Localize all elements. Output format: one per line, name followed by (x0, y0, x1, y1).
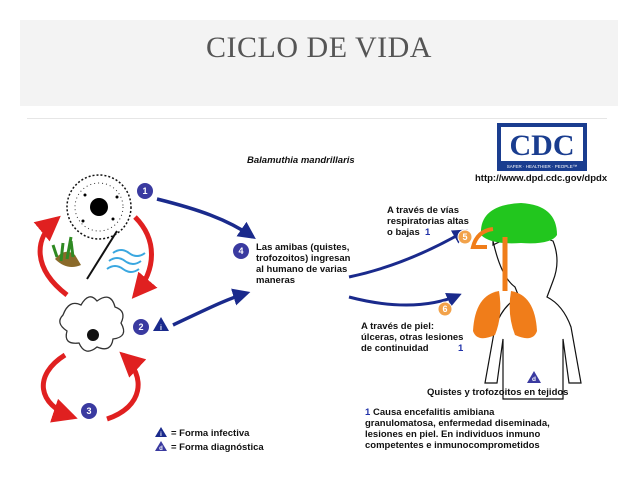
legend-infective-icon (155, 427, 167, 437)
infective-form-marker (153, 317, 169, 331)
entry-routes-text: Las amibas (quistes, trofozoitos) ingres… (256, 242, 353, 286)
legend-diagnostic-icon (155, 441, 167, 451)
diagnostic-form-marker (527, 371, 541, 383)
soil-water-environment (51, 230, 146, 280)
legend: i = Forma infectiva d = Forma diagnóstic… (155, 427, 264, 453)
organism-name: Balamuthia mandrillaris (247, 155, 355, 166)
trophozoite-illustration (59, 296, 125, 352)
step-6-badge: 6 (437, 301, 453, 317)
slide-title: CICLO DE VIDA (206, 31, 432, 64)
respiratory-ref: 1 (425, 227, 431, 238)
arrow-to-skin (348, 292, 462, 307)
step-1-badge: 1 (137, 183, 153, 199)
tissue-stage-text: Quistes y trofozoitos en tejidos (427, 387, 568, 398)
arrow-cyst-to-entry (156, 197, 256, 239)
skin-route-text: A través de piel: úlceras, otras lesione… (361, 321, 466, 354)
svg-text:5: 5 (462, 232, 467, 242)
infective-form-letter: i (160, 325, 162, 332)
brain-shape (480, 203, 557, 244)
arrow-trophozoite-to-entry (172, 288, 251, 327)
svg-text:i: i (160, 432, 162, 438)
step-2-badge: 2 (133, 319, 149, 335)
cdc-logo-text: CDC (510, 129, 575, 162)
step-3-badge: 3 (81, 403, 97, 419)
respiratory-route-text: A través de vías respiratorias altas o b… (387, 205, 472, 238)
human-figure (470, 203, 582, 400)
life-cycle-diagram: Balamuthia mandrillaris CDC SAFER · HEAL… (27, 118, 607, 457)
footnote-text: Causa encefalitis amibiana granulomatosa… (365, 407, 552, 451)
cdc-url: http://www.dpd.cdc.gov/dpdx (475, 173, 607, 184)
left-lung (473, 291, 501, 339)
svg-text:6: 6 (442, 304, 447, 314)
replication-cycle-arrows (33, 215, 158, 423)
svg-text:1: 1 (142, 186, 147, 196)
svg-text:d: d (159, 446, 163, 452)
diagnostic-form-letter: d (532, 376, 536, 383)
footnote-ref: 1 (365, 407, 371, 418)
diagram-svg: Balamuthia mandrillaris CDC SAFER · HEAL… (33, 123, 607, 453)
cyst-illustration (66, 174, 132, 240)
svg-text:3: 3 (86, 406, 91, 416)
cdc-logo: CDC SAFER · HEALTHIER · PEOPLE™ (497, 123, 587, 171)
cdc-tagline: SAFER · HEALTHIER · PEOPLE™ (507, 164, 577, 169)
step-4-badge: 4 (233, 243, 249, 259)
nasal-airway (470, 227, 494, 249)
step-5-badge: 5 (457, 229, 473, 245)
legend-diagnostic-label: = Forma diagnóstica (171, 442, 264, 453)
legend-infective-label: = Forma infectiva (171, 428, 250, 439)
skin-ref: 1 (458, 343, 464, 354)
arrow-to-respiratory (348, 229, 468, 279)
right-lung (509, 291, 537, 339)
title-band (20, 20, 618, 106)
svg-text:4: 4 (238, 246, 243, 256)
svg-text:2: 2 (138, 322, 143, 332)
